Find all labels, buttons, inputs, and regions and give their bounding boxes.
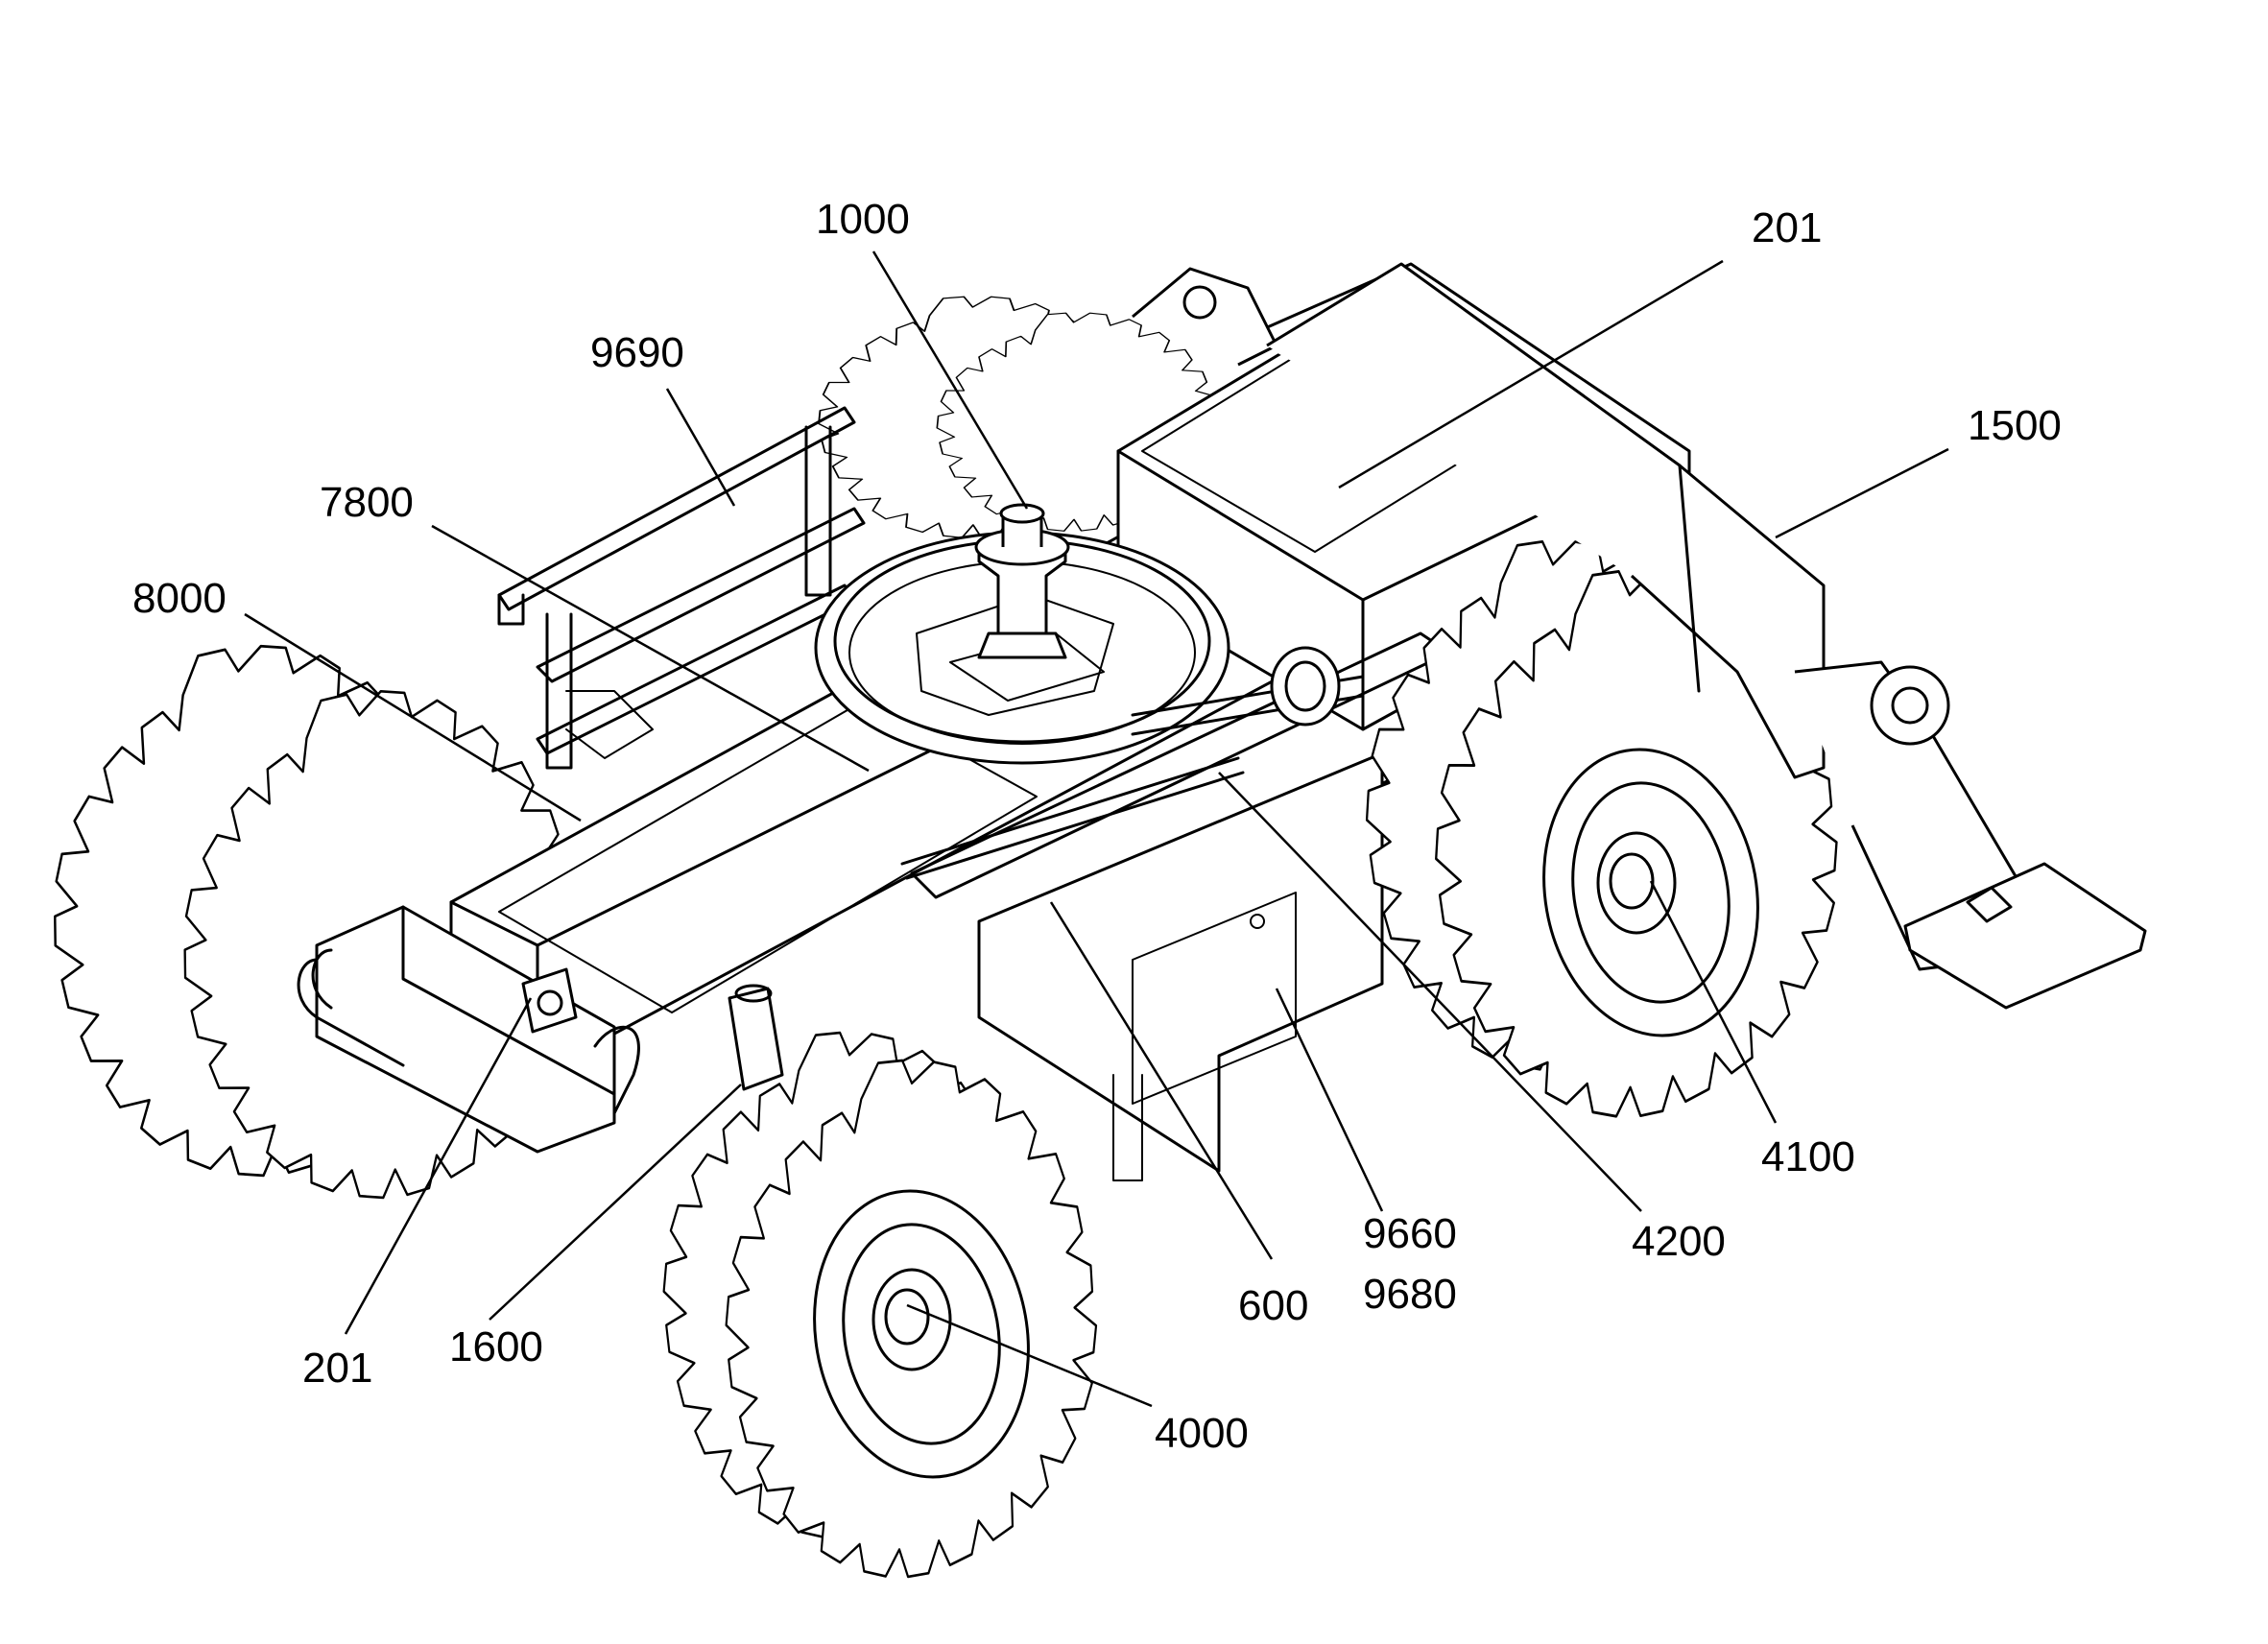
callout-600: 600 (1238, 1282, 1308, 1329)
callout-4000: 4000 (1155, 1410, 1249, 1457)
leader-8000 (244, 612, 582, 822)
callout-201-bottom: 201 (302, 1345, 372, 1392)
right-tire-pair (1330, 502, 1873, 1153)
leader-4200 (1218, 772, 1642, 1212)
leader-600 (1049, 901, 1274, 1260)
callout-1500: 1500 (1968, 402, 2062, 449)
callout-201-top: 201 (1752, 204, 1822, 251)
leader-lines (244, 250, 1949, 1408)
leader-201a (1338, 259, 1724, 489)
stabilizer-arm-1500 (1132, 262, 2147, 1010)
callout-4100: 4100 (1761, 1133, 1855, 1180)
leader-1500 (1775, 447, 1949, 539)
drive-shaft (900, 646, 1365, 880)
leader-7800 (431, 524, 870, 773)
leader-9690 (665, 388, 736, 507)
leader-4100 (1649, 880, 1778, 1124)
callout-7800: 7800 (320, 479, 414, 526)
front-tire-pair (634, 1001, 1123, 1606)
callout-9690: 9690 (590, 329, 684, 376)
callout-9680: 9680 (1363, 1271, 1457, 1318)
box-9660-9680 (977, 751, 1384, 1181)
callout-labels: 1000 201 9690 1500 7800 8000 4100 9660 9… (132, 196, 2062, 1457)
callout-1000: 1000 (816, 196, 910, 243)
leader-1600 (489, 1084, 742, 1321)
rack-9690 (497, 406, 866, 770)
pivot-shaft-1000 (974, 503, 1070, 659)
leader-9660 (1275, 988, 1384, 1212)
leader-4000 (906, 1303, 1153, 1408)
callout-9660: 9660 (1363, 1210, 1457, 1257)
callout-1600: 1600 (449, 1323, 543, 1370)
callout-8000: 8000 (132, 575, 227, 622)
callout-4200: 4200 (1632, 1218, 1726, 1265)
front-hitch (297, 948, 784, 1115)
leader-201b (344, 997, 533, 1335)
leader-1000 (871, 250, 1029, 510)
